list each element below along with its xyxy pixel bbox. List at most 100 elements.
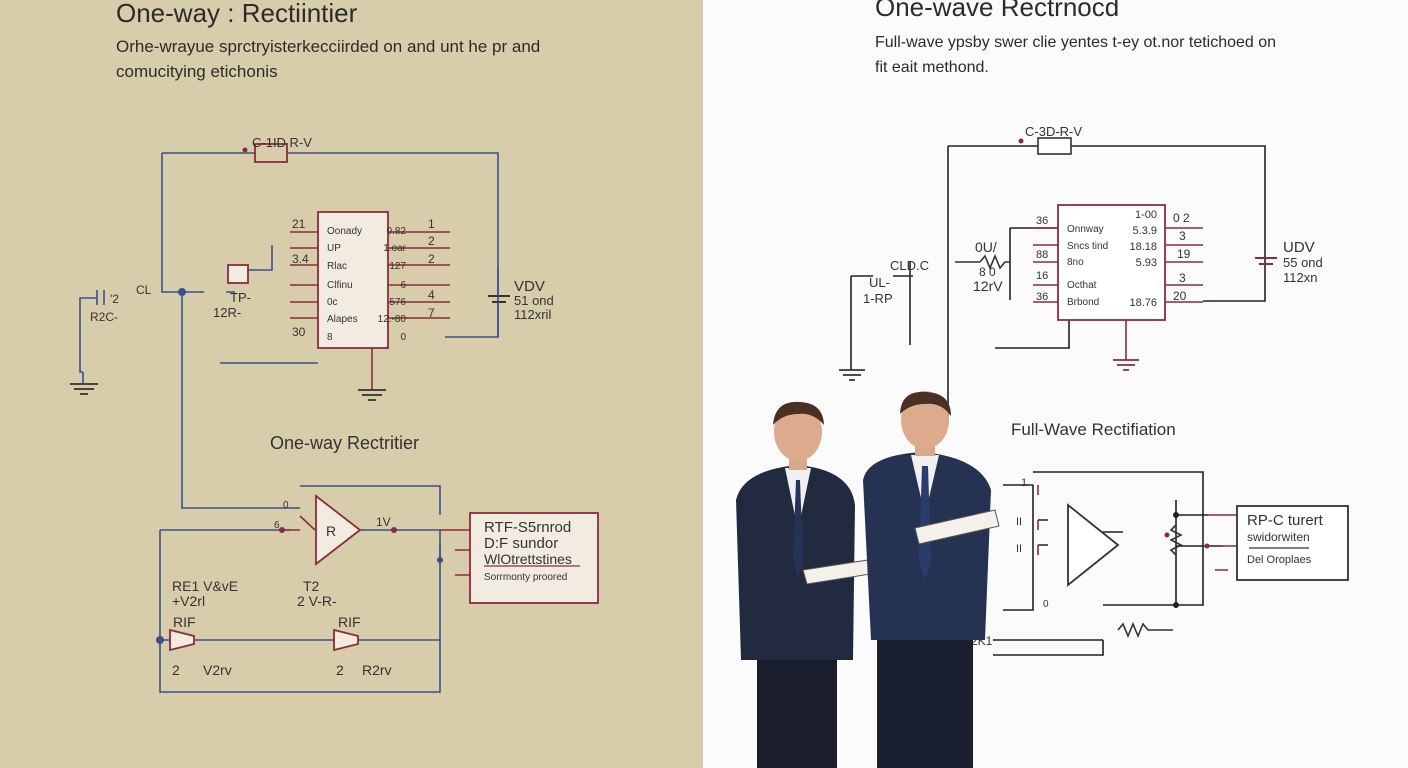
left-diode-2 [333, 628, 359, 652]
left-labels: C-1ID R-V TP- 12R- CL R2C- '2 VDV 51 ond… [90, 135, 554, 324]
right-ic-right-pins: 0 2 3 19 3 20 [1173, 211, 1191, 303]
right-subtitle-line-2: fit eait methond. [875, 59, 989, 76]
left-title: One-way : Rectiintier [116, 0, 358, 28]
right-battery [1255, 257, 1277, 265]
left-top-resistor-label: C-1ID R-V [252, 135, 312, 150]
right-ic-inner-left-label: 8no [1067, 257, 1084, 268]
left-ic-inner-right-label: 0 [400, 332, 406, 343]
left-red-dot [391, 527, 397, 533]
right-ground-ic [1113, 359, 1139, 371]
left-ic-inner-right-label: 0.82 [387, 226, 407, 237]
left-red-dot [242, 147, 248, 153]
left-ic-pin-label: 21 [292, 217, 306, 231]
right-ic-left-pins: 36 88 16 36 [1036, 215, 1048, 303]
right-junctions [1173, 512, 1179, 608]
left-panel: One-way : Rectiintier Orhe-wrayue sprctr… [0, 0, 703, 768]
left-input-label-2: 12R- [213, 305, 241, 320]
left-ic-inner-left-label: UP [327, 243, 341, 254]
left-ic-pin-label: 3.4 [292, 252, 309, 266]
left-ic-right-pins: 1 2 2 4 7 [428, 217, 435, 320]
left-ic-inner-right-label: 6 [400, 280, 406, 291]
left-source-label-2: 51 ond [514, 293, 554, 308]
left-output-line-4: Sorrmonty proored [484, 572, 567, 583]
left-ground-ic [358, 389, 386, 401]
left-battery [488, 295, 510, 303]
right-red-dots [1018, 138, 1210, 549]
right-subtitle-line-1: Full-wave ypsby swer clie yentes t-ey ot… [875, 34, 1277, 51]
right-labels: C-3D-R-V UDV 55 ond 112xn 0U/ 8 0 12rV C… [863, 124, 1323, 306]
right-amplifier-triangle [1067, 503, 1120, 587]
person-left-trousers [757, 640, 837, 768]
right-ic-inner-right-label: 5.3.9 [1133, 225, 1157, 237]
left-input-label-1: TP- [230, 290, 251, 305]
right-ic-inner-right-label: 18.18 [1129, 241, 1157, 253]
right-top-resistor [1037, 137, 1072, 155]
left-junctions [156, 288, 443, 644]
right-ic-inner-left-label: Onnway [1067, 224, 1104, 235]
left-cap-label-3: '2 [110, 292, 119, 306]
right-junction-dot [1173, 602, 1179, 608]
right-output-box-text: RP-C turert swidorwiten Del Oroplaes [1247, 512, 1324, 566]
right-ic-inner-left-label: Sncs tind [1067, 241, 1108, 252]
left-ic-pin-label: 7 [428, 306, 435, 320]
right-red-dot [1018, 138, 1024, 144]
right-output-line-1: RP-C turert [1247, 512, 1324, 529]
left-ic-pin-label: 1 [428, 217, 435, 231]
left-diode-1 [169, 628, 195, 652]
left-red-dots [242, 147, 397, 533]
left-bottom-label: R2rv [362, 662, 392, 678]
right-vertical-resistor [1169, 524, 1183, 556]
right-output-line-2: swidorwiten [1247, 530, 1310, 544]
right-source-label-1: UDV [1283, 239, 1315, 256]
left-bottom-label: +V2rl [172, 593, 205, 609]
left-ic-inner-left: Oonady UP Rlac Clfinu 0c Alapes 8 [327, 226, 362, 343]
left-amplifier-triangle [315, 494, 362, 566]
left-source-label-3: 112xril [514, 307, 551, 322]
right-ic-inner-right-label: 5.93 [1136, 257, 1157, 269]
person-left [736, 401, 884, 768]
left-amp-out-label: 1V [376, 515, 391, 529]
left-schematic: C-1ID R-V TP- 12R- CL R2C- '2 VDV 51 ond… [70, 135, 599, 693]
right-panel: One-wave Rectrnocd Full-wave ypsby swer … [703, 0, 1408, 768]
left-red-dot [279, 527, 285, 533]
left-amp-label: R [326, 523, 336, 539]
right-bottom-resistor [1117, 621, 1173, 639]
right-section-title: Full-Wave Rectifiation [1011, 420, 1176, 439]
right-source-label-2: 55 ond [1283, 255, 1323, 270]
right-ic-inner-left-label: Octhat [1067, 280, 1097, 291]
person-right-trousers [877, 620, 973, 768]
left-ic-inner-left-label: 0c [327, 297, 338, 308]
left-ic-inner-right-label: 127 [389, 261, 406, 272]
left-bottom-label: T2 [303, 578, 320, 594]
right-left-label: 1-RP [863, 291, 893, 306]
right-ic-pin-label: 16 [1036, 270, 1048, 282]
left-ic-inner-left-label: 8 [327, 332, 333, 343]
left-section-title: One-way Rectritier [270, 433, 419, 453]
right-subtitle: Full-wave ypsby swer clie yentes t-ey ot… [875, 30, 1276, 80]
left-ic-inner-left-label: Oonady [327, 226, 362, 237]
right-left-label: 12rV [973, 278, 1003, 294]
right-red-dot [1164, 532, 1170, 538]
left-cap-label-1: CL [136, 283, 152, 297]
left-bottom-label: 2 [172, 662, 180, 678]
left-cap-wires [79, 290, 105, 373]
right-schematic: C-3D-R-V UDV 55 ond 112xn 0U/ 8 0 12rV C… [736, 124, 1349, 768]
person-left-tie [793, 480, 803, 580]
left-ic-inner-right-label: 1.oar [383, 243, 406, 254]
left-ic-pin-label: 2 [428, 252, 435, 266]
left-ic-chip [317, 211, 389, 349]
right-left-label: UL- [869, 275, 890, 290]
right-ic-pin-label: 88 [1036, 249, 1048, 261]
person-left-hair [773, 401, 824, 425]
right-bottom-label-1: 0 [1043, 599, 1049, 610]
right-ic-pin-label: 20 [1173, 289, 1187, 303]
right-title: One-wave Rectrnocd [875, 0, 1120, 22]
right-ic-pin-label: 36 [1036, 215, 1048, 227]
right-ic-pin-label: 36 [1036, 291, 1048, 303]
right-output-box [1236, 505, 1349, 581]
left-ic-inner-right: 0.82 1.oar 127 6 576 12.-80 0 [378, 226, 407, 343]
left-junction-dot [437, 557, 443, 563]
left-red-wires [285, 231, 470, 576]
right-junction-dot [1173, 512, 1179, 518]
left-junction-dot [156, 636, 164, 644]
